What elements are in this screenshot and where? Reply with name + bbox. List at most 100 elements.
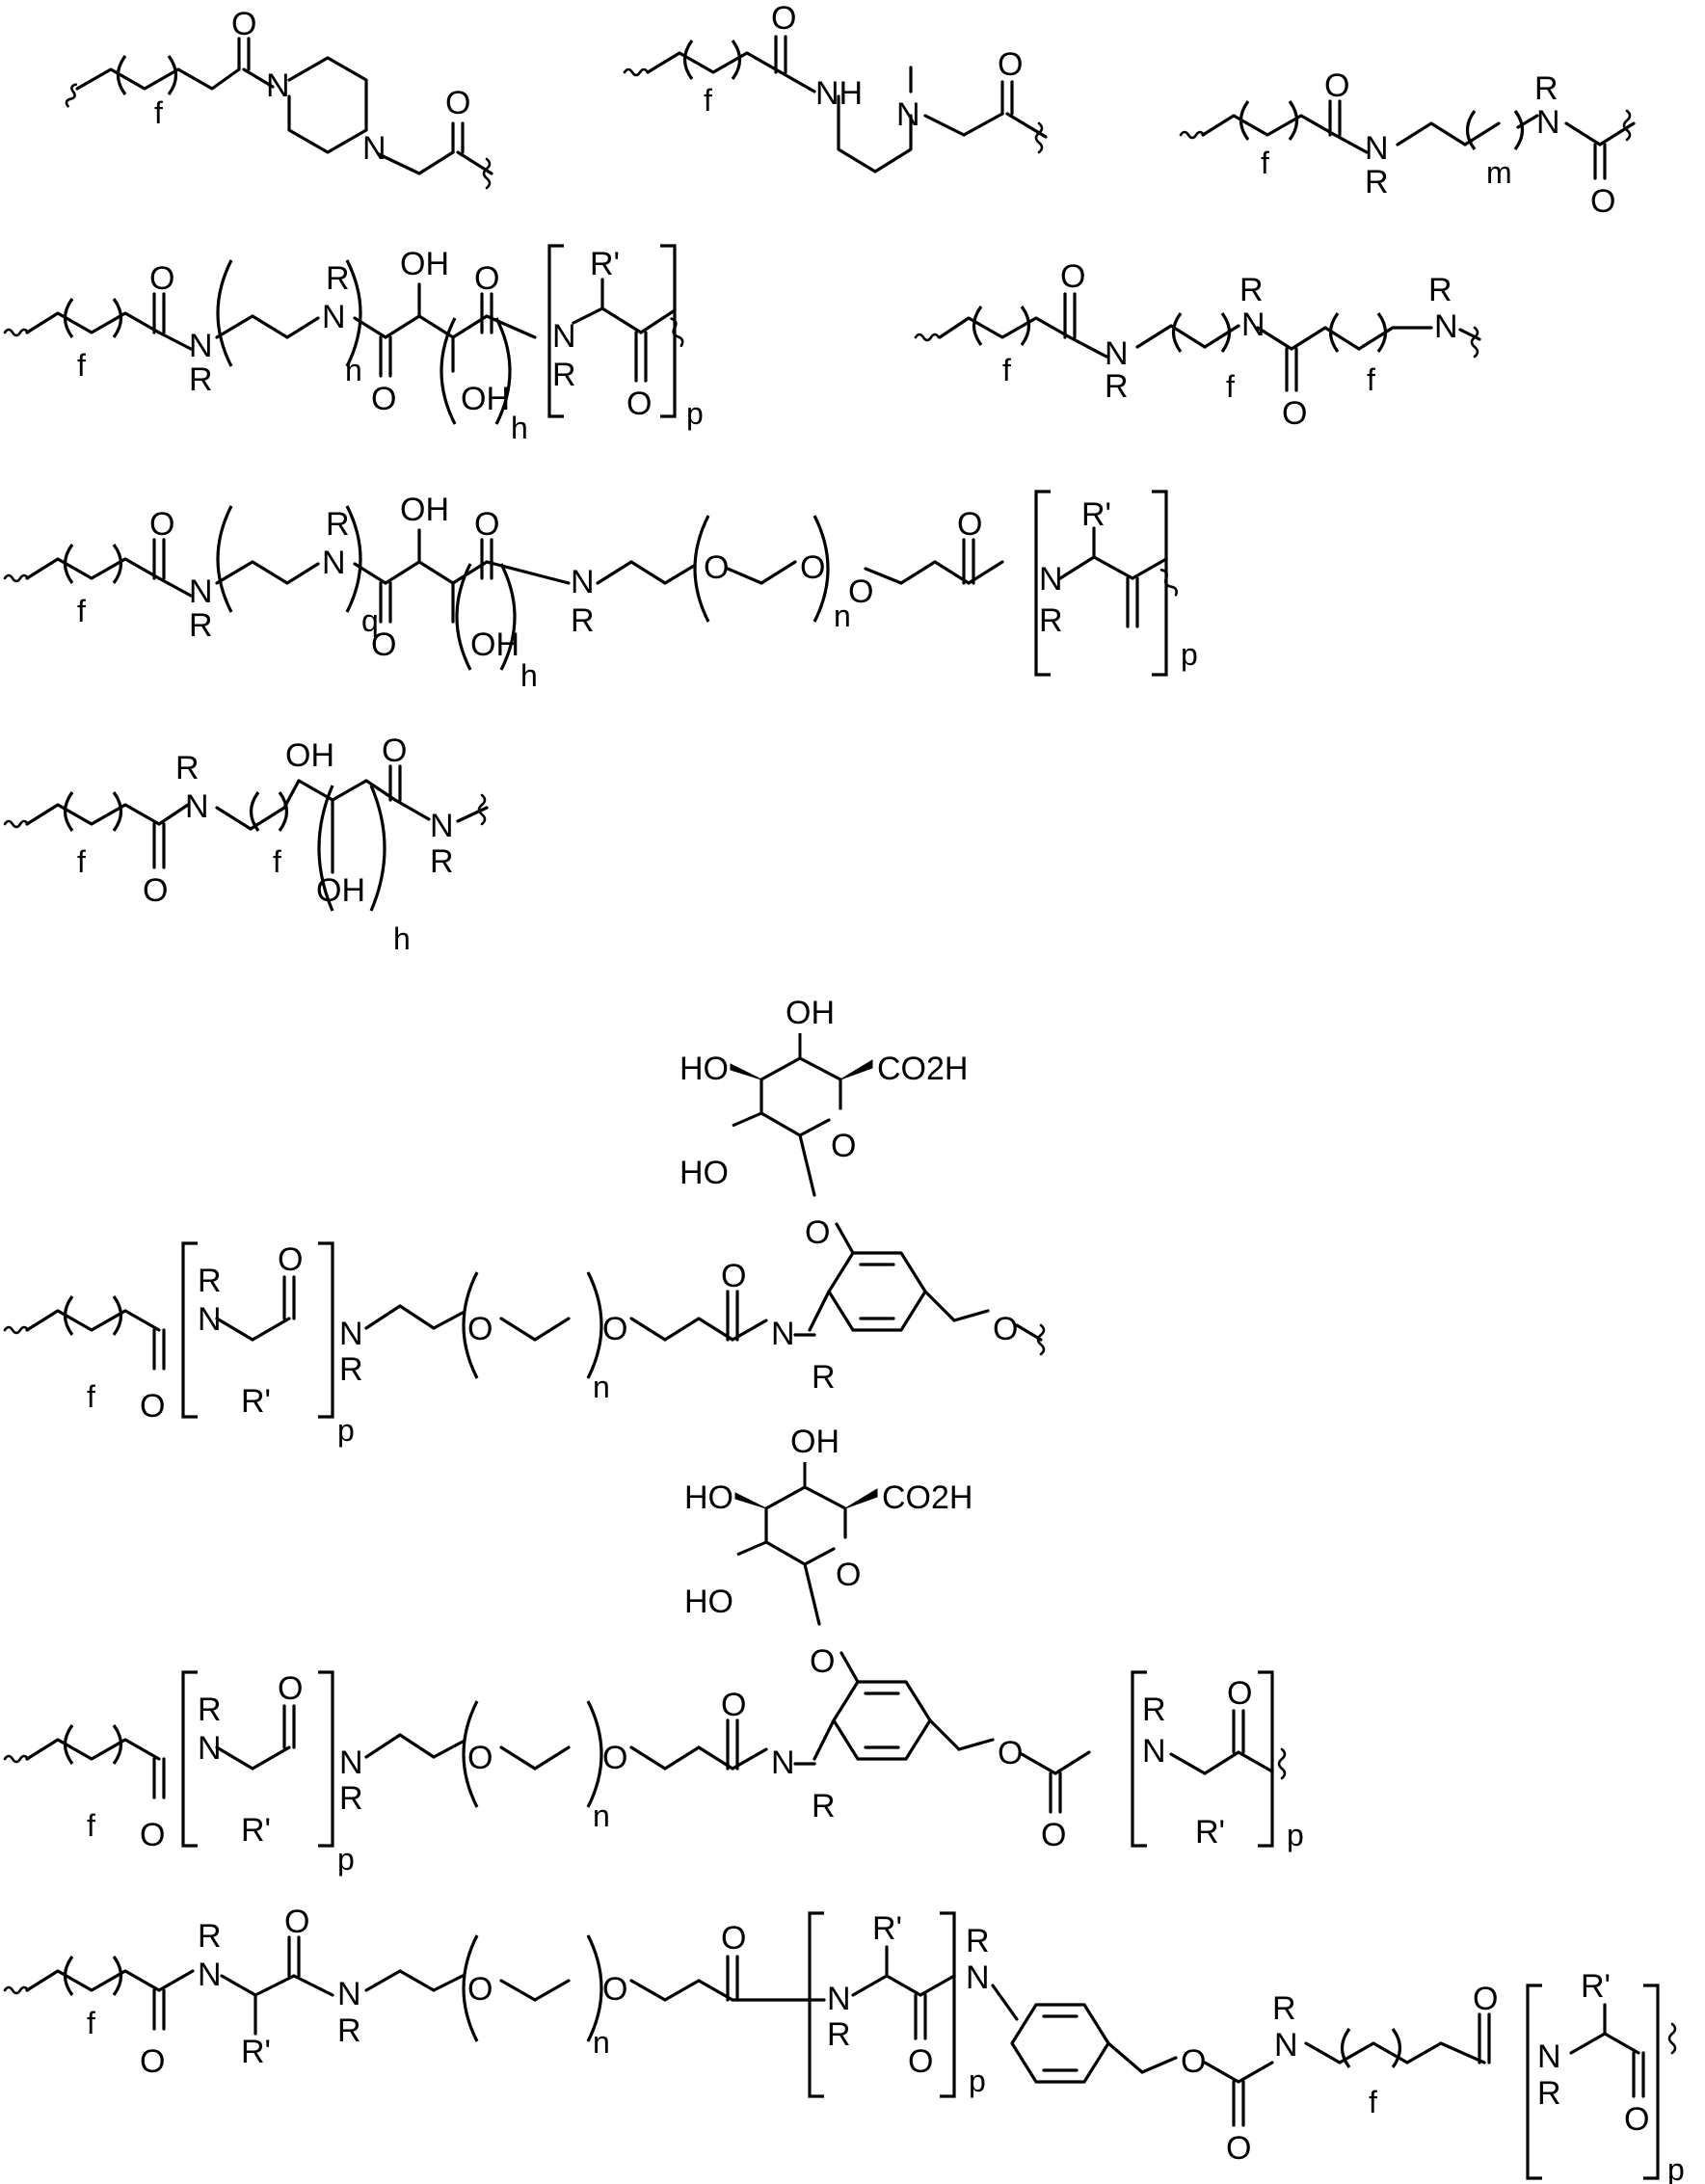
s8-label-n: n <box>593 1370 610 1404</box>
s10-label-p2: p <box>1667 2152 1685 2184</box>
s10-label-O7: O <box>1181 2043 1206 2080</box>
s7-label-N2: N <box>430 808 454 844</box>
s8-label-CO2H: CO2H <box>877 1051 968 1087</box>
s5-label-N3: N <box>1434 308 1458 345</box>
s8-label-O2: O <box>278 1241 303 1278</box>
s8-label-O3: O <box>467 1311 493 1347</box>
structure-10: R N O O R' N R O O O R' N R O R N O O R … <box>5 1904 1685 2184</box>
s10-label-R1: R <box>198 1918 222 1955</box>
s9-label-p2: p <box>1287 1818 1304 1852</box>
s9-label-N4: N <box>1142 1733 1166 1770</box>
s8-label-N3: N <box>771 1316 795 1352</box>
s4-label-R3: R <box>552 357 576 393</box>
s10-label-O5: O <box>721 1920 746 1957</box>
s6-label-N3: N <box>571 564 595 600</box>
s7-label-OH2: OH <box>316 872 365 909</box>
s9-label-R6: R' <box>1195 1814 1225 1851</box>
s9-label-O6: O <box>998 1735 1023 1771</box>
s10-label-O9: O <box>1473 1981 1498 2017</box>
s5-label-R2: R <box>1239 272 1264 308</box>
s1-label-f: f <box>154 95 163 130</box>
s10-label-R8: R' <box>1581 1968 1611 2005</box>
s7-label-R1: R <box>175 750 200 786</box>
s6-label-R2: R <box>326 506 350 543</box>
s6-label-h: h <box>520 658 538 693</box>
s10-label-R7: R <box>1272 1990 1296 2027</box>
structure-9: OH HO CO2H HO O O O R N O R' N R O O O N… <box>5 1424 1304 1877</box>
s7-label-f2: f <box>273 844 281 879</box>
s8-label-O1: O <box>140 1388 165 1425</box>
s4-label-R2: R <box>326 260 350 297</box>
s4-label-OH2: OH <box>461 381 510 417</box>
s10-label-N3: N <box>827 1981 851 2017</box>
s9-label-n: n <box>593 1798 610 1833</box>
s3-label-N2: N <box>1536 104 1560 141</box>
structure-8: OH HO CO2H HO O O O R N O R' N R O O O N… <box>5 995 1044 1448</box>
s2-label-O2: O <box>998 46 1023 83</box>
s9-label-HO2: HO <box>684 1584 733 1620</box>
s6-label-R5: R' <box>1081 496 1111 533</box>
s4-label-n: n <box>345 353 362 387</box>
s6-label-N2: N <box>322 545 346 581</box>
structure-5: O N R R N O R N f f f <box>916 258 1479 432</box>
s6-label-N4: N <box>1039 561 1063 598</box>
s7-label-R2: R <box>430 843 454 880</box>
s5-label-f1: f <box>1002 353 1011 387</box>
s10-label-O10: O <box>1624 2101 1649 2138</box>
s5-label-R1: R <box>1105 368 1129 405</box>
s3-label-f: f <box>1261 146 1269 180</box>
s8-label-R2: R' <box>241 1383 271 1420</box>
structure-2: O NH N O f <box>625 0 1046 172</box>
s6-label-OH2: OH <box>470 626 519 663</box>
s7-label-OH1: OH <box>285 737 334 774</box>
s8-label-O4: O <box>602 1311 627 1347</box>
s4-label-N3: N <box>552 318 576 355</box>
s9-label-O-ring: O <box>836 1557 861 1593</box>
s10-label-O3: O <box>467 1971 493 2008</box>
s10-label-O6: O <box>908 2043 933 2080</box>
s10-label-p1: p <box>969 2064 986 2098</box>
s3-label-R2: R <box>1534 70 1558 107</box>
s6-label-f: f <box>77 594 86 628</box>
s8-label-R4: R <box>812 1359 836 1396</box>
s6-label-p: p <box>1181 637 1198 672</box>
s6-label-q: q <box>361 603 379 638</box>
s10-label-R9: R <box>1537 2075 1561 2112</box>
s9-label-O-link: O <box>810 1643 835 1680</box>
s7-label-O1: O <box>143 872 168 909</box>
s8-label-O5: O <box>721 1258 746 1294</box>
s10-label-f2: f <box>1369 2085 1377 2119</box>
s9-label-HO1: HO <box>684 1479 733 1516</box>
s2-label-N: N <box>896 96 920 133</box>
s3-label-N1: N <box>1365 130 1389 167</box>
s2-label-NH: NH <box>815 75 863 112</box>
s9-label-R4: R <box>812 1788 836 1824</box>
s4-label-O4: O <box>626 386 652 422</box>
s1-label-O1: O <box>231 6 256 42</box>
s8-label-N1: N <box>198 1301 222 1338</box>
s9-label-O4: O <box>602 1740 627 1776</box>
s4-label-O1: O <box>149 260 174 297</box>
s10-label-R2: R' <box>241 2034 271 2070</box>
s4-label-h: h <box>511 411 528 445</box>
s6-label-R1: R <box>189 607 213 644</box>
structure-3: O N R R N O f m <box>1181 67 1634 220</box>
s6-label-R4: R <box>1039 602 1063 639</box>
s4-label-O2: O <box>371 381 396 417</box>
s4-label-R4: R' <box>590 246 620 282</box>
s10-label-R3: R <box>337 2012 361 2049</box>
s6-label-N1: N <box>189 573 213 610</box>
s8-label-HO1: HO <box>679 1051 729 1087</box>
s9-label-N2: N <box>339 1745 363 1781</box>
s9-label-f: f <box>87 1808 95 1843</box>
s4-label-N2: N <box>322 299 346 335</box>
s6-label-O7: O <box>957 506 982 543</box>
s3-label-O1: O <box>1324 67 1349 104</box>
s3-label-R1: R <box>1365 164 1389 200</box>
s10-label-n: n <box>593 2025 610 2060</box>
s10-label-N4: N <box>966 1959 990 1996</box>
structure-1: O N N O f <box>66 6 492 188</box>
s5-label-R3: R <box>1428 272 1452 308</box>
